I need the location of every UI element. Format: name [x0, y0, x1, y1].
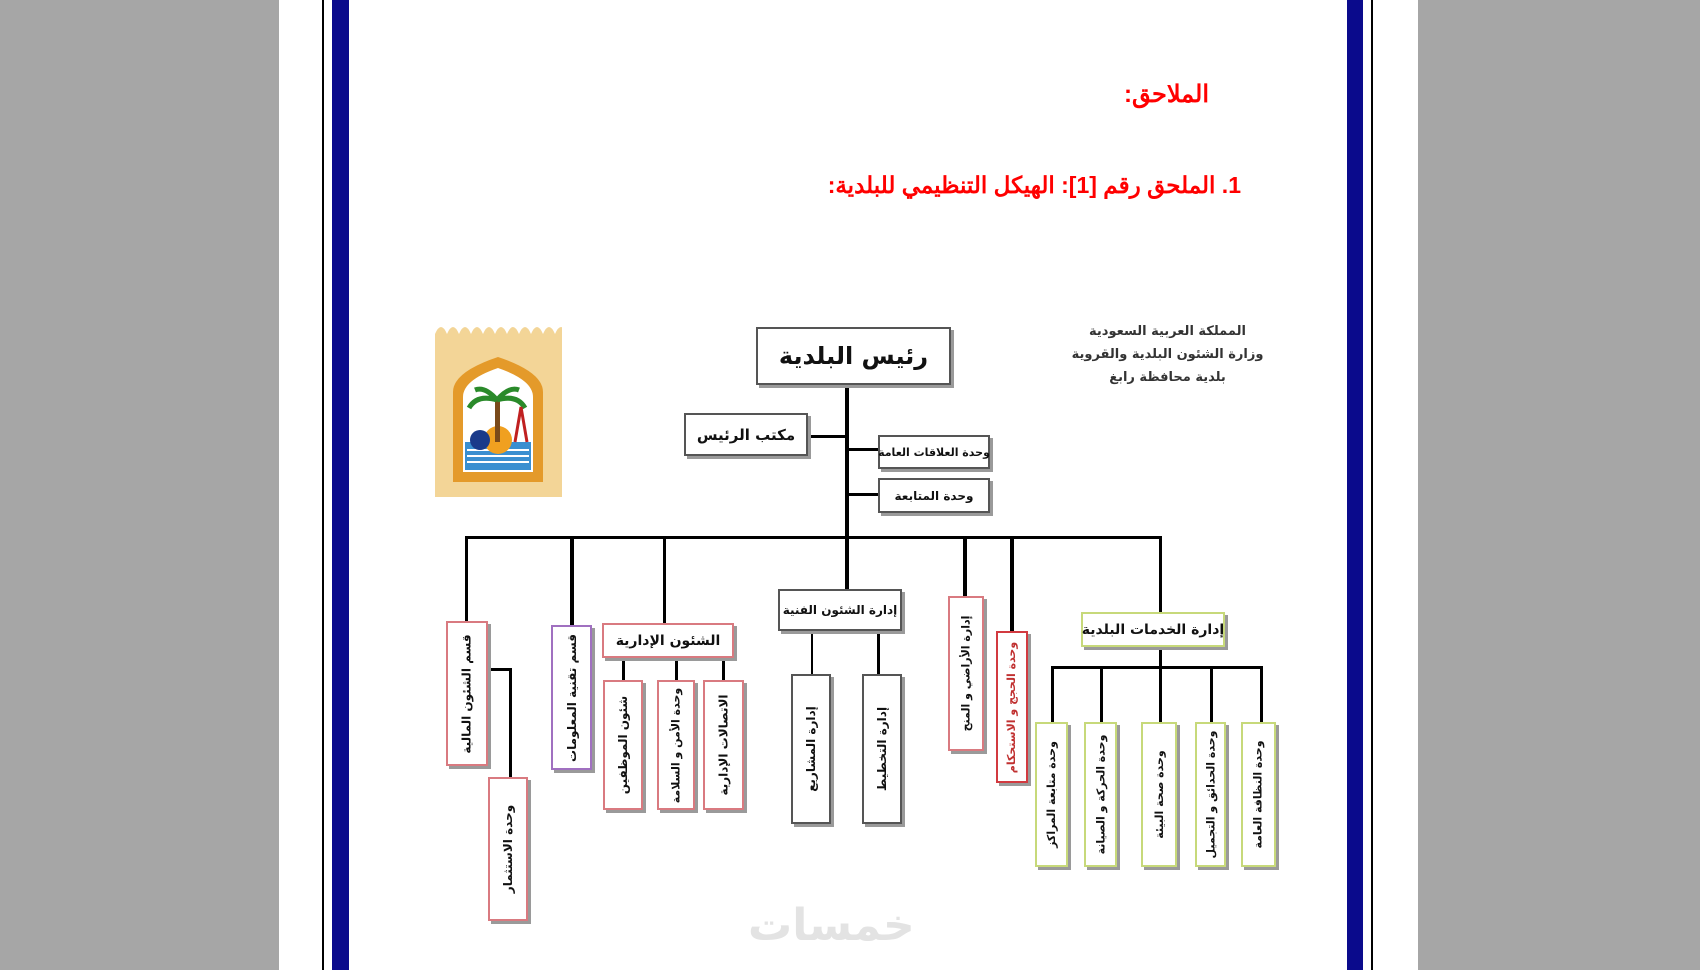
org-label: وحدة الحجج و الاستحكام — [1005, 641, 1019, 773]
org-label: وحدة صحة البيئة — [1152, 750, 1166, 839]
org-box-head: رئيس البلدية — [756, 327, 951, 385]
ministry-line: بلدية محافظة رابغ — [1109, 370, 1226, 385]
connector — [1010, 536, 1014, 632]
org-box-admin: الشئون الإدارية — [602, 623, 734, 658]
connector — [847, 448, 878, 451]
org-box-it: قسم تقنية المعلومات — [551, 625, 592, 770]
connector — [1051, 666, 1263, 669]
connector — [845, 385, 849, 539]
org-box-deeds: وحدة الحجج و الاستحكام — [996, 631, 1028, 783]
org-box-admin-child: وحدة الأمن و السلامة — [657, 680, 695, 810]
connector — [663, 536, 666, 624]
connector — [845, 536, 849, 590]
org-box-services: إدارة الخدمات البلدية — [1081, 612, 1225, 647]
org-box-technical: إدارة الشئون الفنية — [778, 589, 902, 631]
org-label: شئون الموظفين — [616, 695, 630, 795]
org-label: وحدة العلاقات العامة — [878, 445, 990, 459]
org-label: الاتصالات الإدارية — [716, 694, 731, 796]
municipality-logo — [435, 327, 562, 497]
org-box-technical-child: إدارة المشاريع — [791, 674, 831, 824]
org-label: وحدة المتابعة — [894, 488, 974, 503]
ministry-line: وزارة الشئون البلدية والقروية — [1071, 347, 1264, 362]
connector — [963, 536, 967, 597]
page-border-outer-right — [1371, 0, 1373, 970]
connector — [622, 658, 625, 681]
org-label: وحدة الأمن و السلامة — [669, 687, 683, 803]
org-label: إدارة الأراضي و المنح — [959, 615, 973, 732]
org-label: الشئون الإدارية — [615, 632, 721, 649]
connector — [509, 668, 512, 778]
org-label: إدارة الشئون الفنية — [782, 603, 898, 617]
org-box-services-child: وحدة الحركة و الصيانة — [1084, 722, 1117, 867]
connector — [877, 631, 880, 675]
connector — [488, 668, 512, 671]
connector — [1260, 666, 1263, 723]
org-label: إدارة الخدمات البلدية — [1081, 621, 1225, 638]
org-label: وحدة الحدائق و التجميل — [1203, 730, 1217, 859]
appendix-heading: الملاحق: — [1123, 81, 1209, 108]
org-box-services-child: وحدة متابعة المراكز — [1035, 722, 1068, 867]
org-label: قسم الشئون المالية — [460, 633, 474, 754]
watermark: خمسات — [748, 900, 915, 951]
page-border-outer-left — [322, 0, 324, 970]
connector — [465, 536, 468, 622]
org-box-services-child: وحدة النظافة العامة — [1241, 722, 1276, 867]
org-box-admin-child: شئون الموظفين — [603, 680, 643, 810]
connector — [722, 658, 725, 681]
org-box-investment: وحدة الاستثمار — [488, 777, 528, 921]
appendix-subheading: 1. الملحق رقم [1]: الهيكل التنظيمي للبلد… — [827, 172, 1241, 198]
page-border-blue-left — [332, 0, 349, 970]
connector — [675, 658, 678, 681]
connector — [808, 435, 847, 438]
org-label: رئيس البلدية — [778, 342, 929, 370]
org-label: وحدة النظافة العامة — [1251, 740, 1265, 849]
org-box-lands: إدارة الأراضي و المنح — [948, 596, 984, 751]
connector — [1100, 666, 1103, 723]
org-label: وحدة الاستثمار — [501, 804, 515, 894]
ministry-line: المملكة العربية السعودية — [1089, 324, 1246, 339]
org-label: إدارة المشاريع — [803, 706, 818, 792]
connector — [465, 536, 1162, 539]
org-box-pr: وحدة العلاقات العامة — [878, 435, 990, 469]
org-label: وحدة متابعة المراكز — [1045, 741, 1058, 848]
connector — [1210, 666, 1213, 723]
connector — [1159, 536, 1162, 613]
org-label: قسم تقنية المعلومات — [564, 633, 579, 762]
connector — [1051, 666, 1054, 723]
org-box-office: مكتب الرئيس — [684, 413, 808, 456]
org-box-admin-child: الاتصالات الإدارية — [703, 680, 744, 810]
org-box-services-child: وحدة الحدائق و التجميل — [1195, 722, 1226, 867]
page-border-blue-right — [1347, 0, 1363, 970]
org-label: وحدة الحركة و الصيانة — [1094, 734, 1107, 855]
connector — [570, 536, 574, 626]
org-label: مكتب الرئيس — [696, 425, 796, 444]
ministry-header: المملكة العربية السعودية وزارة الشئون ال… — [1070, 320, 1265, 389]
org-label: إدارة التخطيط — [874, 706, 889, 792]
org-box-services-child: وحدة صحة البيئة — [1141, 722, 1177, 867]
connector — [847, 493, 878, 496]
org-box-technical-child: إدارة التخطيط — [862, 674, 902, 824]
connector — [811, 631, 813, 675]
org-box-followup: وحدة المتابعة — [878, 478, 990, 513]
connector — [1159, 647, 1162, 723]
org-box-finance: قسم الشئون المالية — [446, 621, 488, 766]
